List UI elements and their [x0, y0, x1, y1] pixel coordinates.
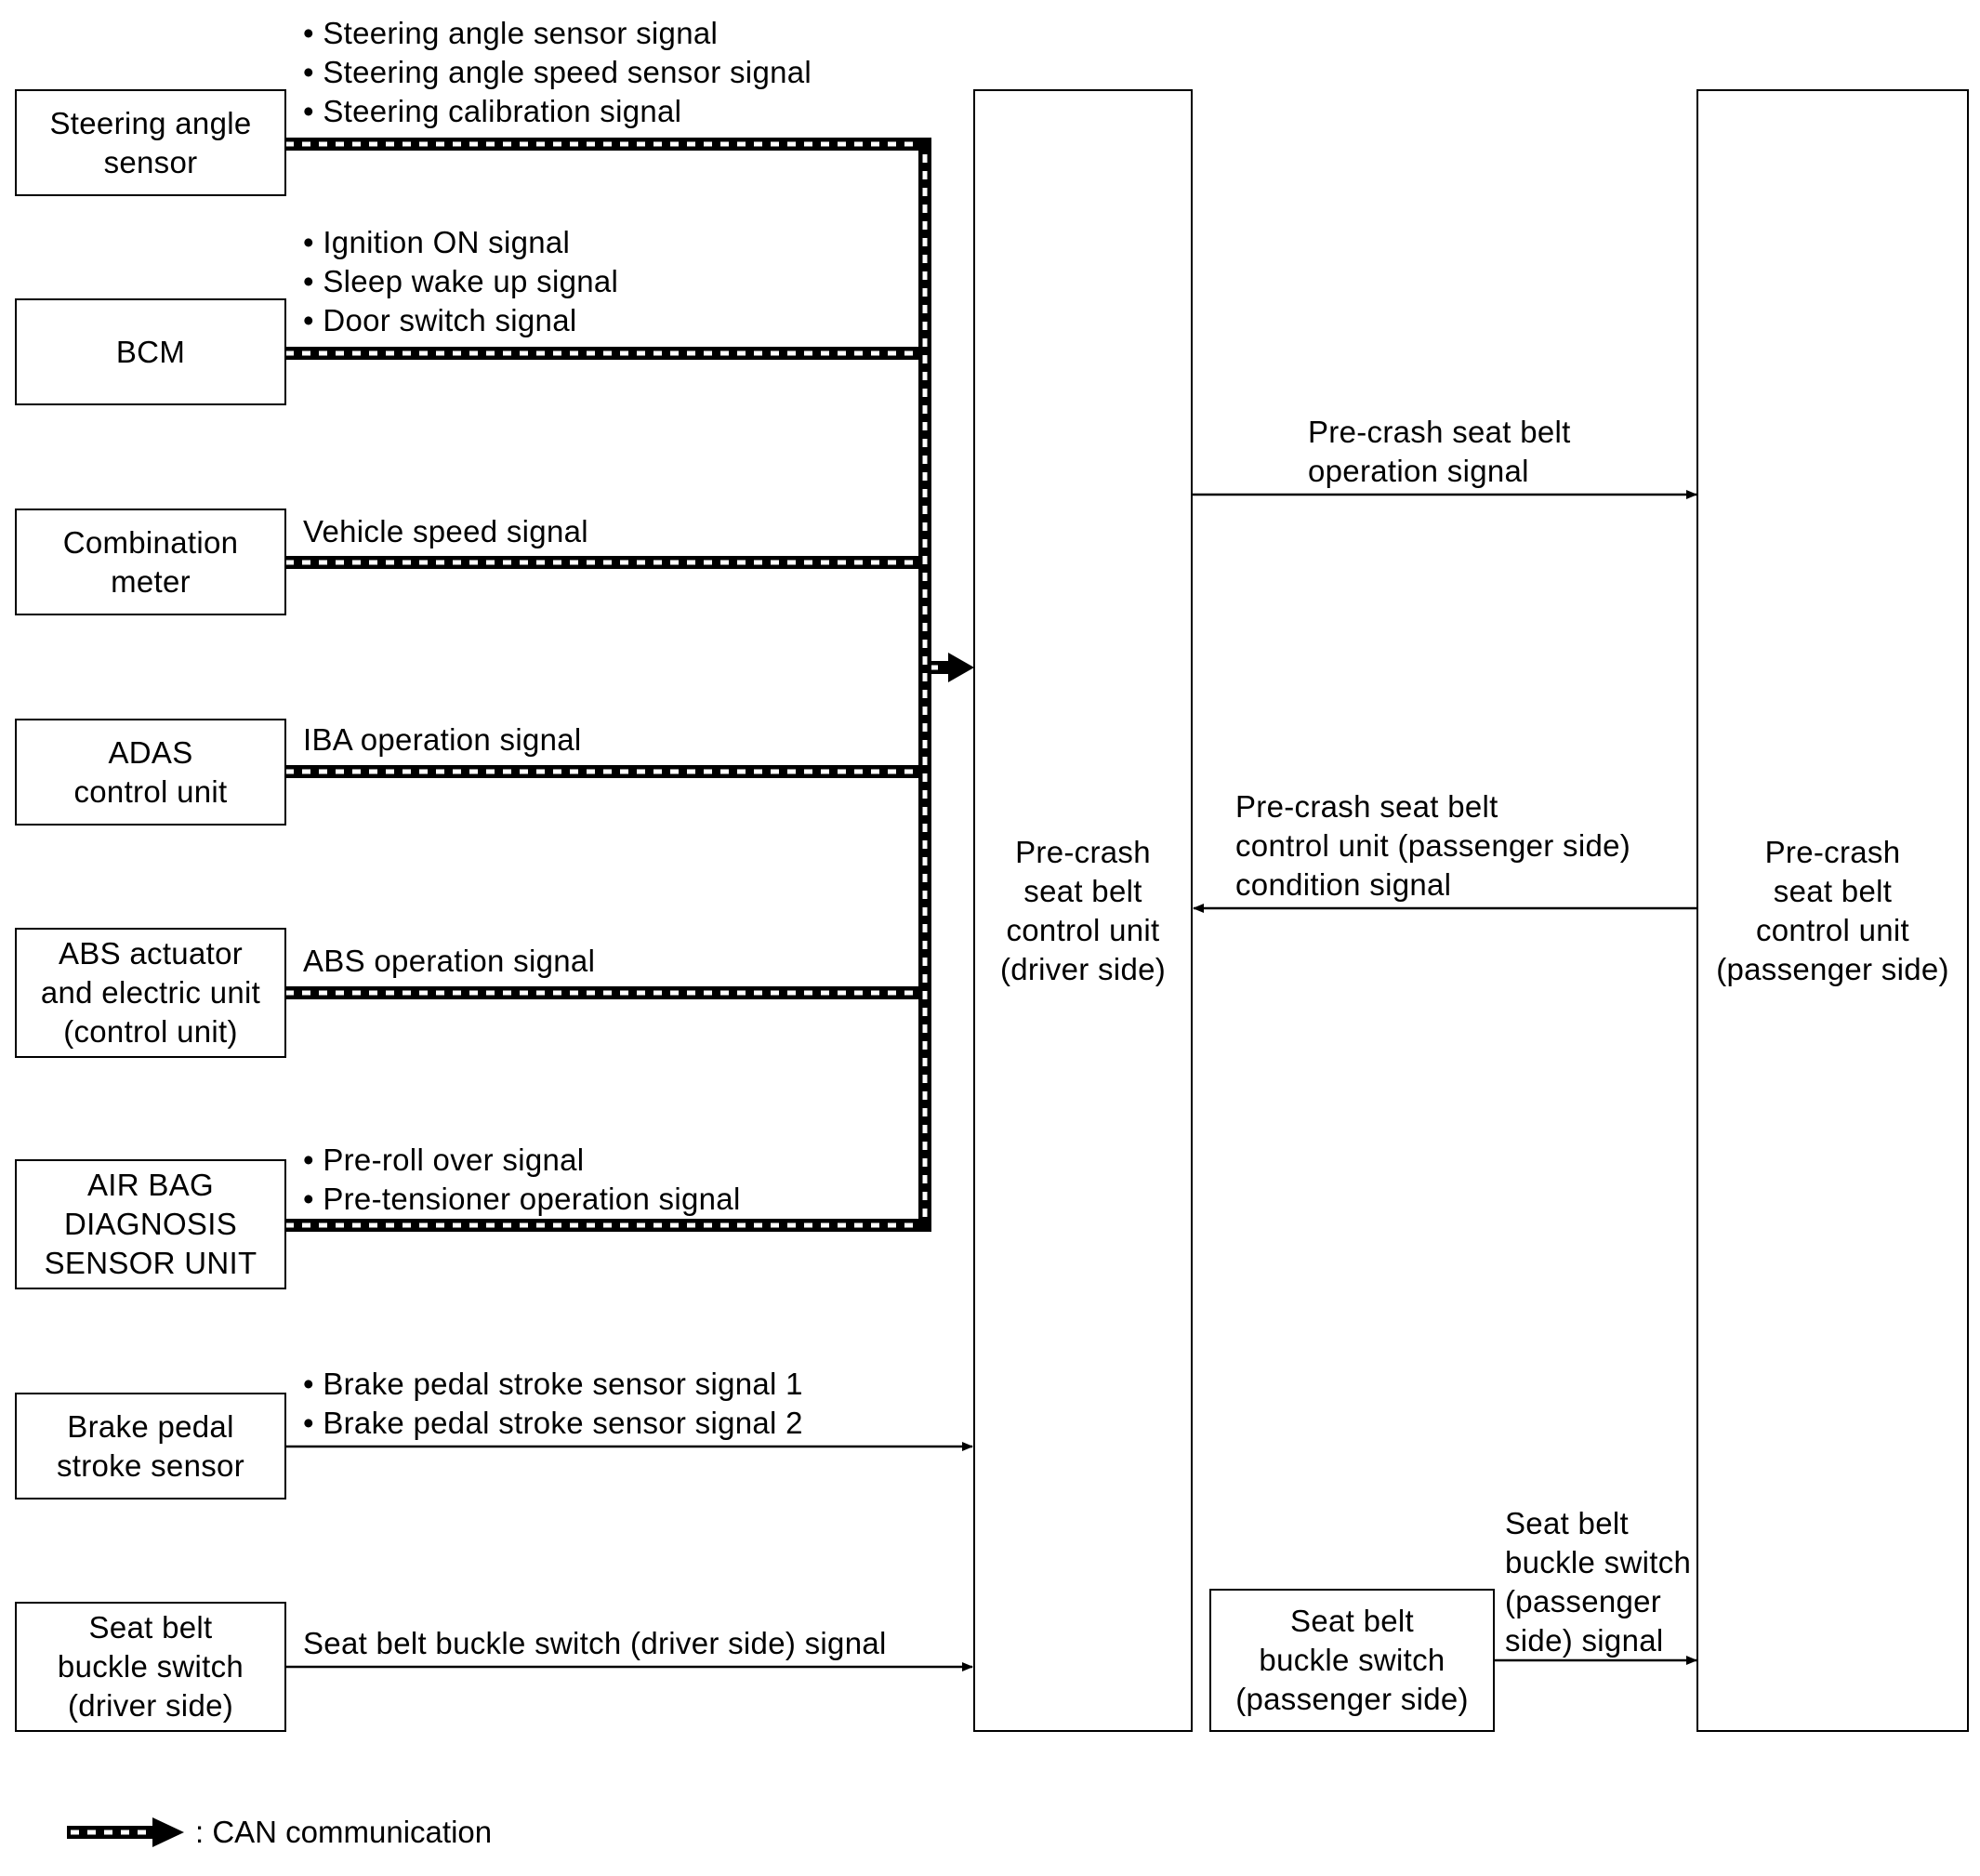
can-arrow-to-control-unit [931, 653, 974, 682]
signal-airbag-2: • Pre-tensioner operation signal [303, 1182, 741, 1216]
signal-brake-2: • Brake pedal stroke sensor signal 2 [303, 1406, 803, 1440]
can-bus [285, 138, 974, 1232]
steering-angle-sensor-box: Steering angle sensor [15, 89, 286, 196]
signal-abs-operation: ABS operation signal [303, 944, 596, 978]
signal-bcm-2: • Sleep wake up signal [303, 264, 619, 298]
abs-actuator-box: ABS actuator and electric unit (control … [15, 928, 286, 1058]
signal-steering-3: • Steering calibration signal [303, 94, 682, 128]
adas-control-unit-box: ADAS control unit [15, 719, 286, 826]
signal-bcm-1: • Ignition ON signal [303, 225, 571, 259]
signal-steering-1: • Steering angle sensor signal [303, 16, 719, 50]
bcm-box: BCM [15, 298, 286, 405]
combination-meter-box: Combination meter [15, 509, 286, 615]
signal-steering-2: • Steering angle speed sensor signal [303, 55, 812, 89]
legend-can-label: : CAN communication [195, 1815, 493, 1849]
brake-pedal-stroke-sensor-box: Brake pedal stroke sensor [15, 1393, 286, 1499]
signal-pre-crash-operation: Pre-crash seat belt operation signal [1308, 415, 1571, 488]
signal-buckle-passenger: Seat belt buckle switch (passenger side)… [1505, 1506, 1692, 1658]
signal-airbag-1: • Pre-roll over signal [303, 1143, 585, 1177]
legend-can-symbol [67, 1817, 184, 1847]
signal-buckle-driver: Seat belt buckle switch (driver side) si… [303, 1626, 887, 1660]
seat-belt-buckle-switch-driver-box: Seat belt buckle switch (driver side) [15, 1602, 286, 1732]
signal-vehicle-speed: Vehicle speed signal [303, 514, 588, 548]
pre-crash-control-unit-passenger-box: Pre-crash seat belt control unit (passen… [1696, 89, 1969, 1732]
air-bag-diagnosis-sensor-unit-box: AIR BAG DIAGNOSIS SENSOR UNIT [15, 1159, 286, 1289]
signal-brake-1: • Brake pedal stroke sensor signal 1 [303, 1367, 803, 1401]
pre-crash-control-unit-driver-box: Pre-crash seat belt control unit (driver… [973, 89, 1193, 1732]
signal-iba-operation: IBA operation signal [303, 722, 582, 757]
signal-passenger-condition: Pre-crash seat belt control unit (passen… [1235, 789, 1631, 902]
signal-bcm-3: • Door switch signal [303, 303, 577, 337]
seat-belt-buckle-switch-passenger-box: Seat belt buckle switch (passenger side) [1209, 1589, 1495, 1732]
